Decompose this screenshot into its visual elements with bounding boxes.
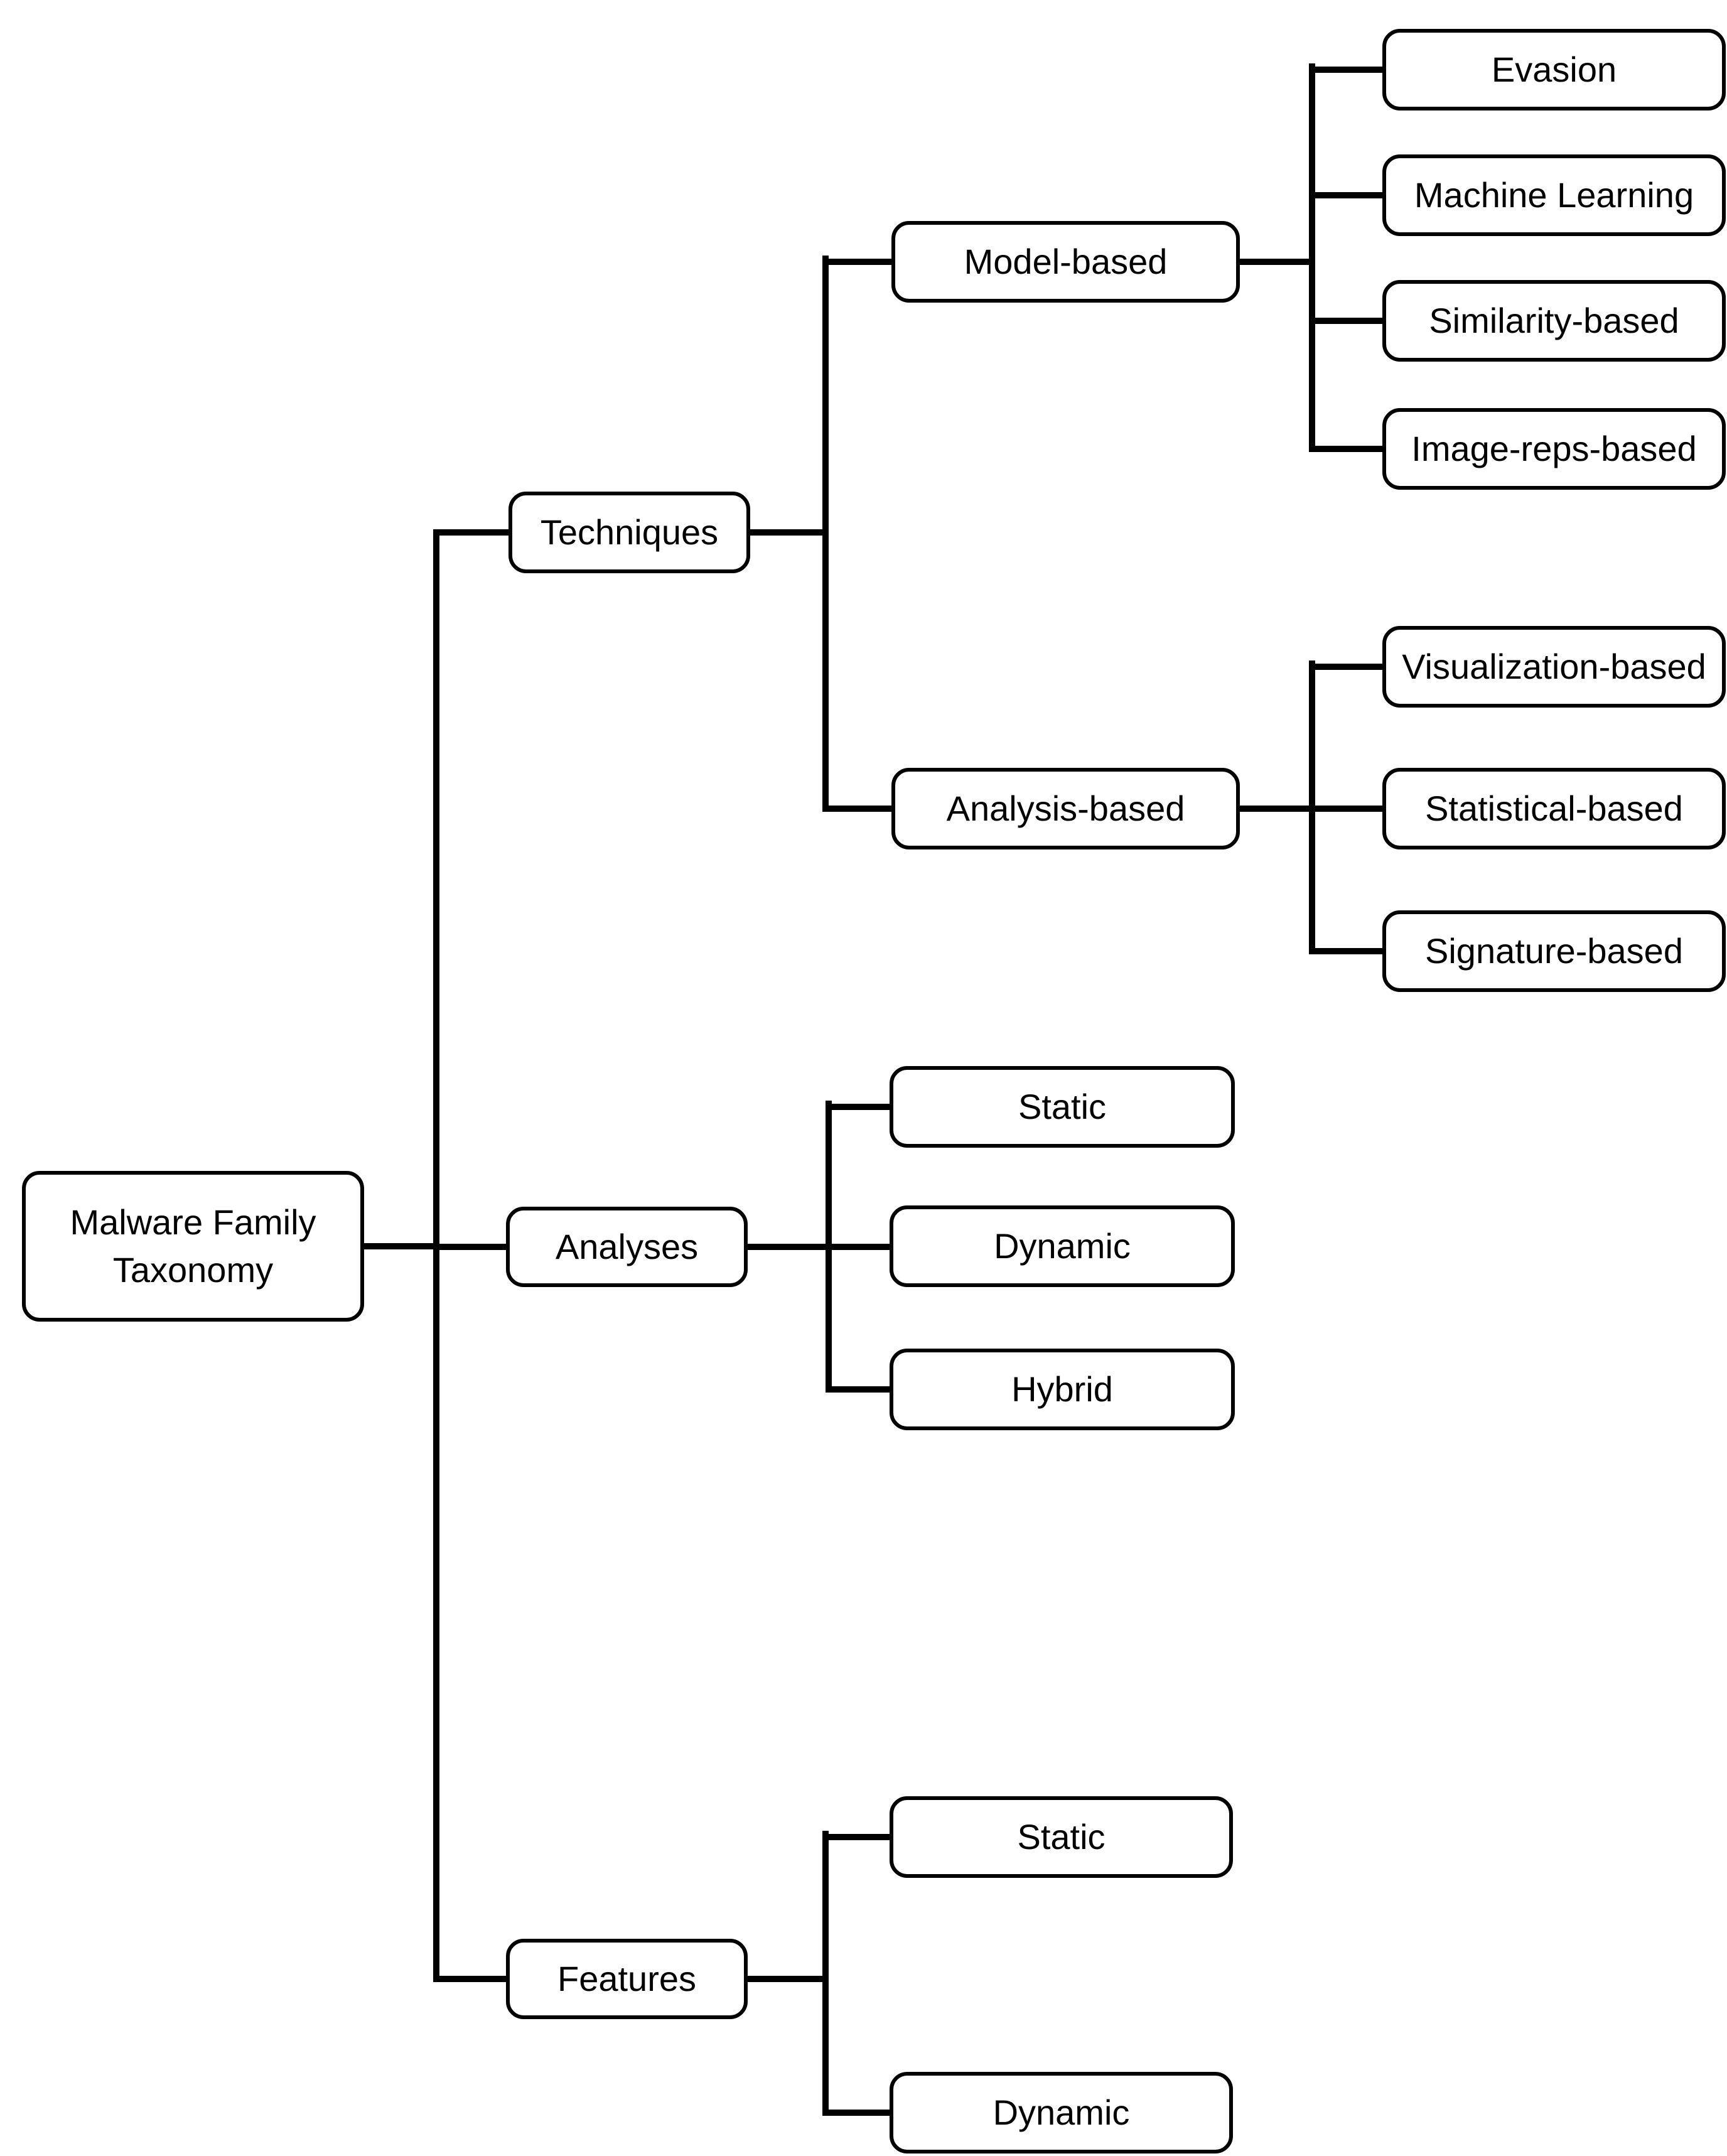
connector-rail-to-dynamic-analysis [826,1244,890,1250]
connector-trunk-to-techniques [433,529,508,536]
connector-rail-to-hybrid-analysis [826,1386,890,1393]
node-statistical-based: Statistical-based [1382,768,1726,849]
connector-analyses-to-rail [746,1244,832,1250]
node-label: Malware Family Taxonomy [70,1202,316,1290]
node-analyses-dynamic: Dynamic [890,1205,1235,1287]
connector-rail-to-machine-learning [1309,192,1382,198]
node-image-reps-based: Image-reps-based [1382,408,1726,490]
connector-rail-to-analysis-based [822,806,891,812]
connector-rail-to-evasion [1309,67,1382,73]
node-analyses-static: Static [890,1066,1235,1148]
node-analysis-based: Analysis-based [891,768,1240,849]
node-label: Static [1017,1817,1106,1857]
node-label: Image-reps-based [1411,429,1697,469]
connector-rail-to-statistical-based [1309,806,1382,812]
node-label: Dynamic [994,1226,1131,1266]
node-label: Analysis-based [946,789,1185,829]
node-label: Machine Learning [1414,175,1694,215]
node-visualization-based: Visualization-based [1382,626,1726,708]
connector-main-trunk [433,529,439,1982]
node-root: Malware Family Taxonomy [22,1171,364,1322]
connector-rail-to-static-feature [822,1834,890,1840]
node-label: Analyses [555,1227,699,1267]
connector-trunk-to-analyses [433,1244,506,1250]
connector-rail-to-similarity-based [1309,318,1382,324]
node-similarity-based: Similarity-based [1382,280,1726,362]
connector-rail-to-visualization-based [1309,664,1382,670]
node-label: Similarity-based [1429,301,1679,341]
node-label: Techniques [540,512,719,552]
node-features-static: Static [890,1796,1233,1878]
connector-trunk-to-features [433,1976,506,1982]
node-features: Features [506,1939,748,2019]
connector-features-rail [822,1831,829,2116]
connector-techniques-rail [822,256,829,812]
node-label: Hybrid [1011,1369,1113,1409]
node-techniques: Techniques [508,492,750,573]
node-features-dynamic: Dynamic [890,2072,1233,2153]
connector-rail-to-dynamic-feature [822,2110,890,2116]
node-label: Model-based [964,242,1168,282]
connector-model-based-to-rail [1239,259,1315,265]
connector-rail-to-signature-based [1309,948,1382,954]
connector-analysis-based-to-rail [1239,806,1315,812]
connector-techniques-to-rail [749,529,829,536]
node-signature-based: Signature-based [1382,910,1726,992]
node-label: Signature-based [1425,931,1683,971]
connector-model-based-rail [1309,63,1315,452]
node-label: Statistical-based [1425,789,1683,829]
node-analyses: Analyses [506,1207,748,1287]
connector-features-to-rail [746,1976,829,1982]
node-model-based: Model-based [891,221,1240,303]
connector-rail-to-static-analysis [826,1104,890,1110]
node-label: Dynamic [993,2093,1130,2133]
connector-root-to-trunk [363,1243,439,1249]
node-label: Features [557,1959,696,1999]
node-label: Visualization-based [1402,647,1706,687]
node-label: Evasion [1491,50,1617,90]
connector-rail-to-model-based [822,259,891,265]
node-machine-learning: Machine Learning [1382,154,1726,236]
node-analyses-hybrid: Hybrid [890,1349,1235,1430]
connector-rail-to-image-reps-based [1309,446,1382,452]
node-label: Static [1018,1087,1107,1127]
node-evasion: Evasion [1382,29,1726,110]
